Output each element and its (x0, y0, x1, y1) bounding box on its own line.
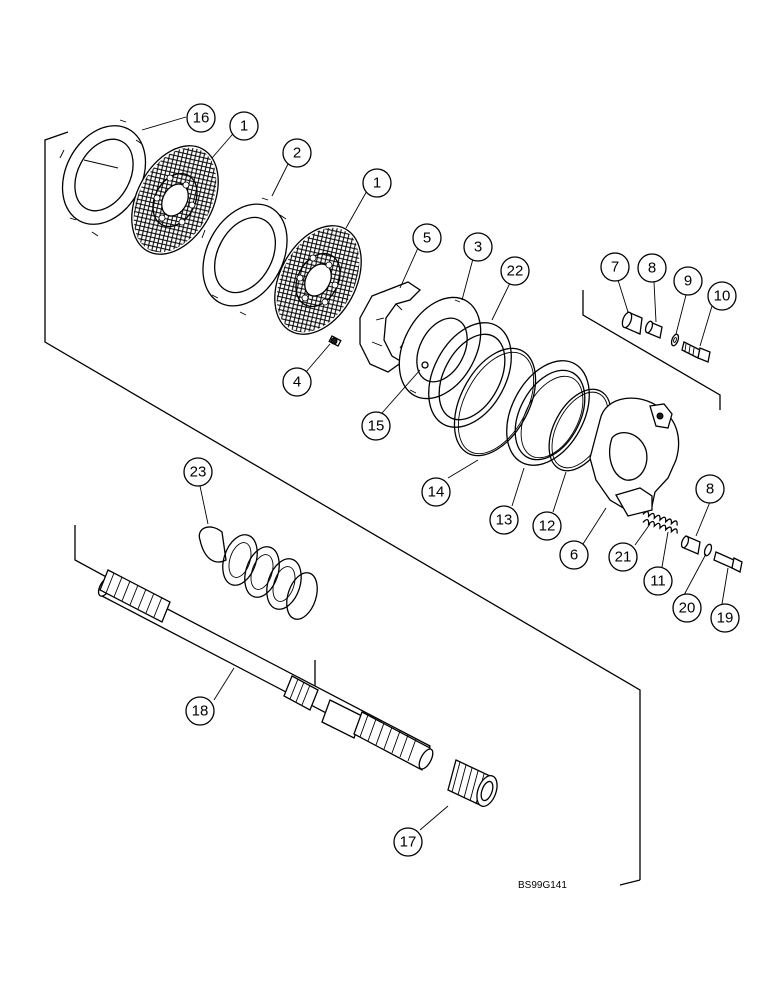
callout-17: 17 (393, 827, 423, 857)
callout-7: 7 (600, 252, 630, 282)
friction-disc-1-left (131, 145, 219, 255)
actuating-plate-5 (359, 281, 422, 373)
bolt-10-top (681, 341, 711, 363)
spacer-8-top (644, 320, 663, 339)
callout-1-left: 1 (229, 111, 259, 141)
callout-23: 23 (183, 457, 213, 487)
leader-lines (141, 116, 729, 831)
svg-text:18: 18 (192, 703, 209, 720)
svg-text:10: 10 (714, 288, 731, 305)
callout-4: 4 (282, 367, 312, 397)
svg-text:11: 11 (650, 573, 666, 590)
svg-text:6: 6 (570, 547, 578, 564)
svg-text:13: 13 (496, 512, 513, 529)
shaft-18 (97, 569, 434, 771)
callout-13: 13 (489, 505, 519, 535)
callout-18: 18 (185, 696, 215, 726)
coupler-17 (447, 759, 498, 807)
callout-19: 19 (710, 603, 740, 633)
svg-text:8: 8 (706, 481, 714, 498)
svg-text:1: 1 (373, 175, 381, 192)
seal-ring-22 (428, 322, 512, 428)
callout-15: 15 (361, 411, 391, 441)
svg-text:15: 15 (368, 418, 385, 435)
callout-8-top: 8 (637, 253, 667, 283)
callout-1-right: 1 (362, 168, 392, 198)
svg-text:19: 19 (717, 610, 734, 627)
housing-6 (589, 397, 680, 517)
spring-21 (642, 511, 678, 534)
callout-12: 12 (532, 511, 562, 541)
callout-8-bottom: 8 (695, 474, 725, 504)
svg-text:20: 20 (679, 600, 696, 617)
callout-22: 22 (500, 256, 530, 286)
callout-14: 14 (421, 477, 451, 507)
callout-6: 6 (559, 540, 589, 570)
svg-text:4: 4 (293, 374, 301, 391)
svg-text:9: 9 (684, 273, 692, 290)
svg-text:14: 14 (428, 484, 445, 501)
separator-plate-2 (201, 197, 288, 316)
callout-21: 21 (608, 542, 638, 572)
callout-9: 9 (673, 266, 703, 296)
svg-text:5: 5 (423, 230, 431, 247)
svg-text:2: 2 (293, 145, 301, 162)
top-hardware (621, 311, 711, 363)
piston-13 (506, 360, 590, 466)
svg-text:17: 17 (400, 834, 417, 851)
svg-text:3: 3 (474, 239, 482, 256)
callout-11: 11 (643, 566, 673, 596)
callout-5: 5 (412, 223, 442, 253)
svg-text:8: 8 (648, 260, 656, 277)
callouts: 16 1 2 1 5 3 22 4 (183, 103, 740, 857)
callout-16: 16 (186, 103, 216, 133)
drawing-id: BS99G141 (518, 880, 567, 891)
bottom-hardware (642, 511, 743, 573)
bolt-19 (713, 551, 743, 573)
svg-text:22: 22 (507, 263, 524, 280)
callout-10: 10 (707, 281, 737, 311)
svg-text:1: 1 (240, 118, 248, 135)
washer-9-top (670, 333, 680, 347)
washer-20 (703, 543, 713, 557)
friction-disc-1-right (274, 225, 362, 335)
callout-3: 3 (463, 232, 493, 262)
bushing-7 (621, 311, 643, 335)
pin-4 (328, 335, 342, 347)
callout-20: 20 (672, 593, 702, 623)
coil-spring-23 (198, 526, 318, 620)
svg-text:21: 21 (615, 549, 632, 566)
pressure-plate-3 (398, 296, 482, 400)
svg-text:12: 12 (539, 518, 556, 535)
svg-text:23: 23 (190, 464, 207, 481)
svg-text:16: 16 (193, 110, 210, 127)
svg-text:7: 7 (611, 259, 619, 276)
spacer-8-bottom (680, 535, 701, 555)
callout-2: 2 (282, 138, 312, 168)
